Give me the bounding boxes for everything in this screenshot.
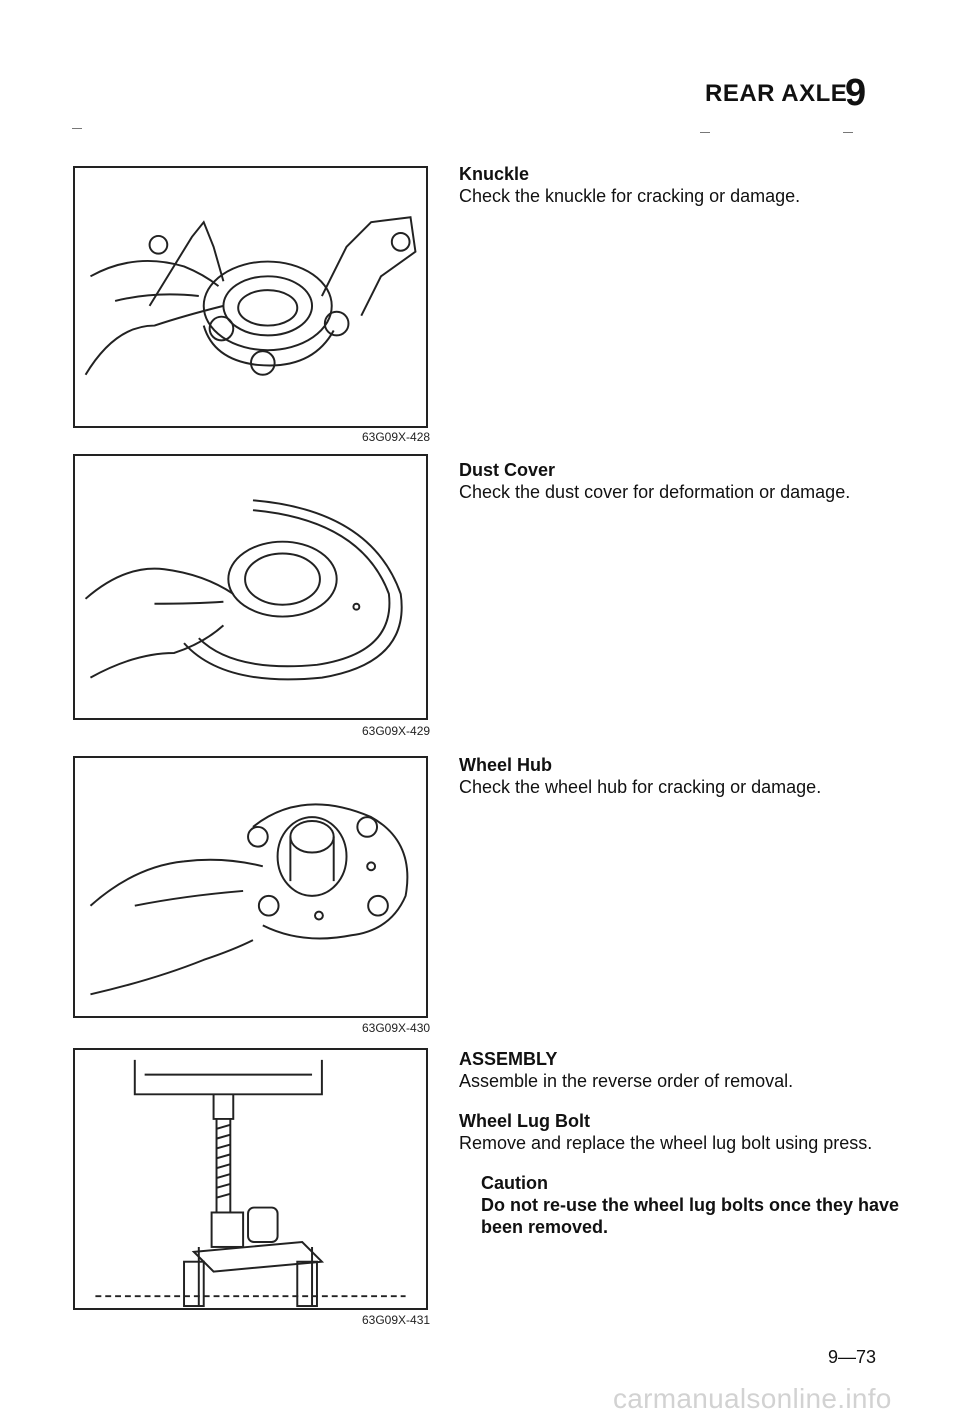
caution-body: Do not re-use the wheel lug bolts once t… <box>481 1195 900 1237</box>
figure-code: 63G09X-431 <box>362 1313 431 1327</box>
press-figure <box>73 1048 428 1310</box>
section-title: ASSEMBLY <box>459 1049 558 1069</box>
section-body: Check the wheel hub for cracking or dama… <box>459 777 822 797</box>
page-number: 9—73 <box>828 1347 877 1367</box>
knuckle-section: Knuckle Check the knuckle for cracking o… <box>459 163 899 207</box>
section-title: Wheel Lug Bolt <box>459 1111 590 1131</box>
chapter-number: 9 <box>845 72 867 114</box>
wheel-hub-illustration-icon <box>89 803 409 996</box>
watermark: carmanualsonline.info <box>613 1383 892 1414</box>
figure-code: 63G09X-430 <box>362 1021 431 1035</box>
section-body: Assemble in the reverse order of removal… <box>459 1071 794 1091</box>
wheel-hub-figure <box>73 756 428 1018</box>
section-body: Remove and replace the wheel lug bolt us… <box>459 1133 873 1153</box>
dust-cover-illustration-icon <box>84 499 403 681</box>
caution-title: Caution <box>481 1173 548 1193</box>
section-body: Check the knuckle for cracking or damage… <box>459 186 801 206</box>
knuckle-figure <box>73 166 428 428</box>
assembly-section: ASSEMBLY Assemble in the reverse order o… <box>459 1048 899 1092</box>
section-title: Knuckle <box>459 164 530 184</box>
section-title: Dust Cover <box>459 460 556 480</box>
section-title: Wheel Hub <box>459 755 552 775</box>
figure-code: 63G09X-429 <box>362 724 431 738</box>
dust-cover-section: Dust Cover Check the dust cover for defo… <box>459 459 899 503</box>
press-illustration-icon <box>95 1059 406 1308</box>
figure-code: 63G09X-428 <box>362 430 431 444</box>
chapter-title: REAR AXLE <box>705 80 848 107</box>
caution-note: Caution Do not re-use the wheel lug bolt… <box>481 1172 901 1238</box>
divider <box>700 132 710 133</box>
divider <box>843 132 853 133</box>
divider <box>72 128 82 129</box>
dust-cover-figure <box>73 454 428 720</box>
section-body: Check the dust cover for deformation or … <box>459 482 851 502</box>
wheel-hub-section: Wheel Hub Check the wheel hub for cracki… <box>459 754 899 798</box>
lug-bolt-section: Wheel Lug Bolt Remove and replace the wh… <box>459 1110 899 1154</box>
knuckle-illustration-icon <box>84 216 417 376</box>
